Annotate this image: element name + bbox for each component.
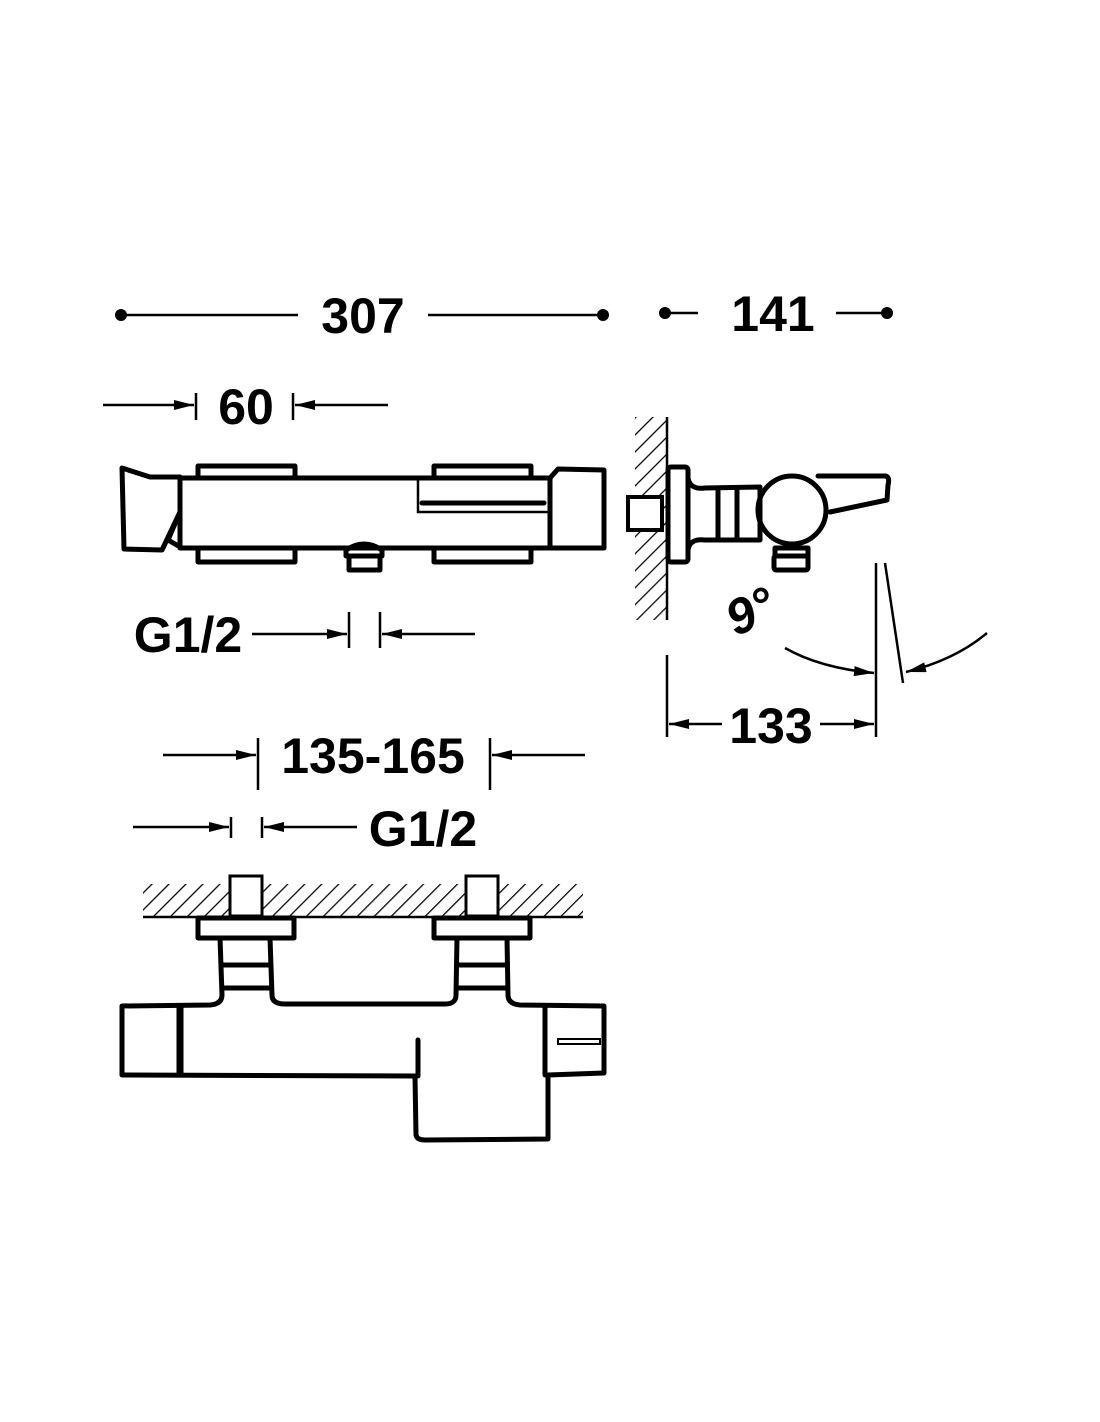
dimension-inlet-thread: G1/2 bbox=[133, 801, 477, 857]
dimension-clamp-width: 60 bbox=[103, 379, 388, 435]
label-133: 133 bbox=[729, 698, 812, 754]
dimension-spout-projection: 133 bbox=[665, 655, 874, 754]
label-g12-inlet: G1/2 bbox=[369, 801, 477, 857]
label-g12-outlet: G1/2 bbox=[134, 607, 242, 663]
side-view-mixer bbox=[626, 417, 892, 620]
label-141: 141 bbox=[731, 286, 814, 342]
dimension-outlet-thread: G1/2 bbox=[134, 607, 475, 663]
wall-hatch-front bbox=[143, 884, 583, 917]
label-307: 307 bbox=[321, 288, 404, 344]
label-60: 60 bbox=[218, 379, 274, 435]
label-135-165: 135-165 bbox=[281, 728, 465, 784]
top-view-mixer bbox=[119, 463, 607, 573]
dimension-depth: 141 bbox=[659, 286, 893, 342]
label-9-degrees: 9° bbox=[717, 575, 785, 646]
dimension-overall-length: 307 bbox=[115, 288, 609, 344]
dimension-inlet-spacing: 135-165 bbox=[163, 728, 585, 790]
front-view-mixer bbox=[119, 874, 607, 1143]
